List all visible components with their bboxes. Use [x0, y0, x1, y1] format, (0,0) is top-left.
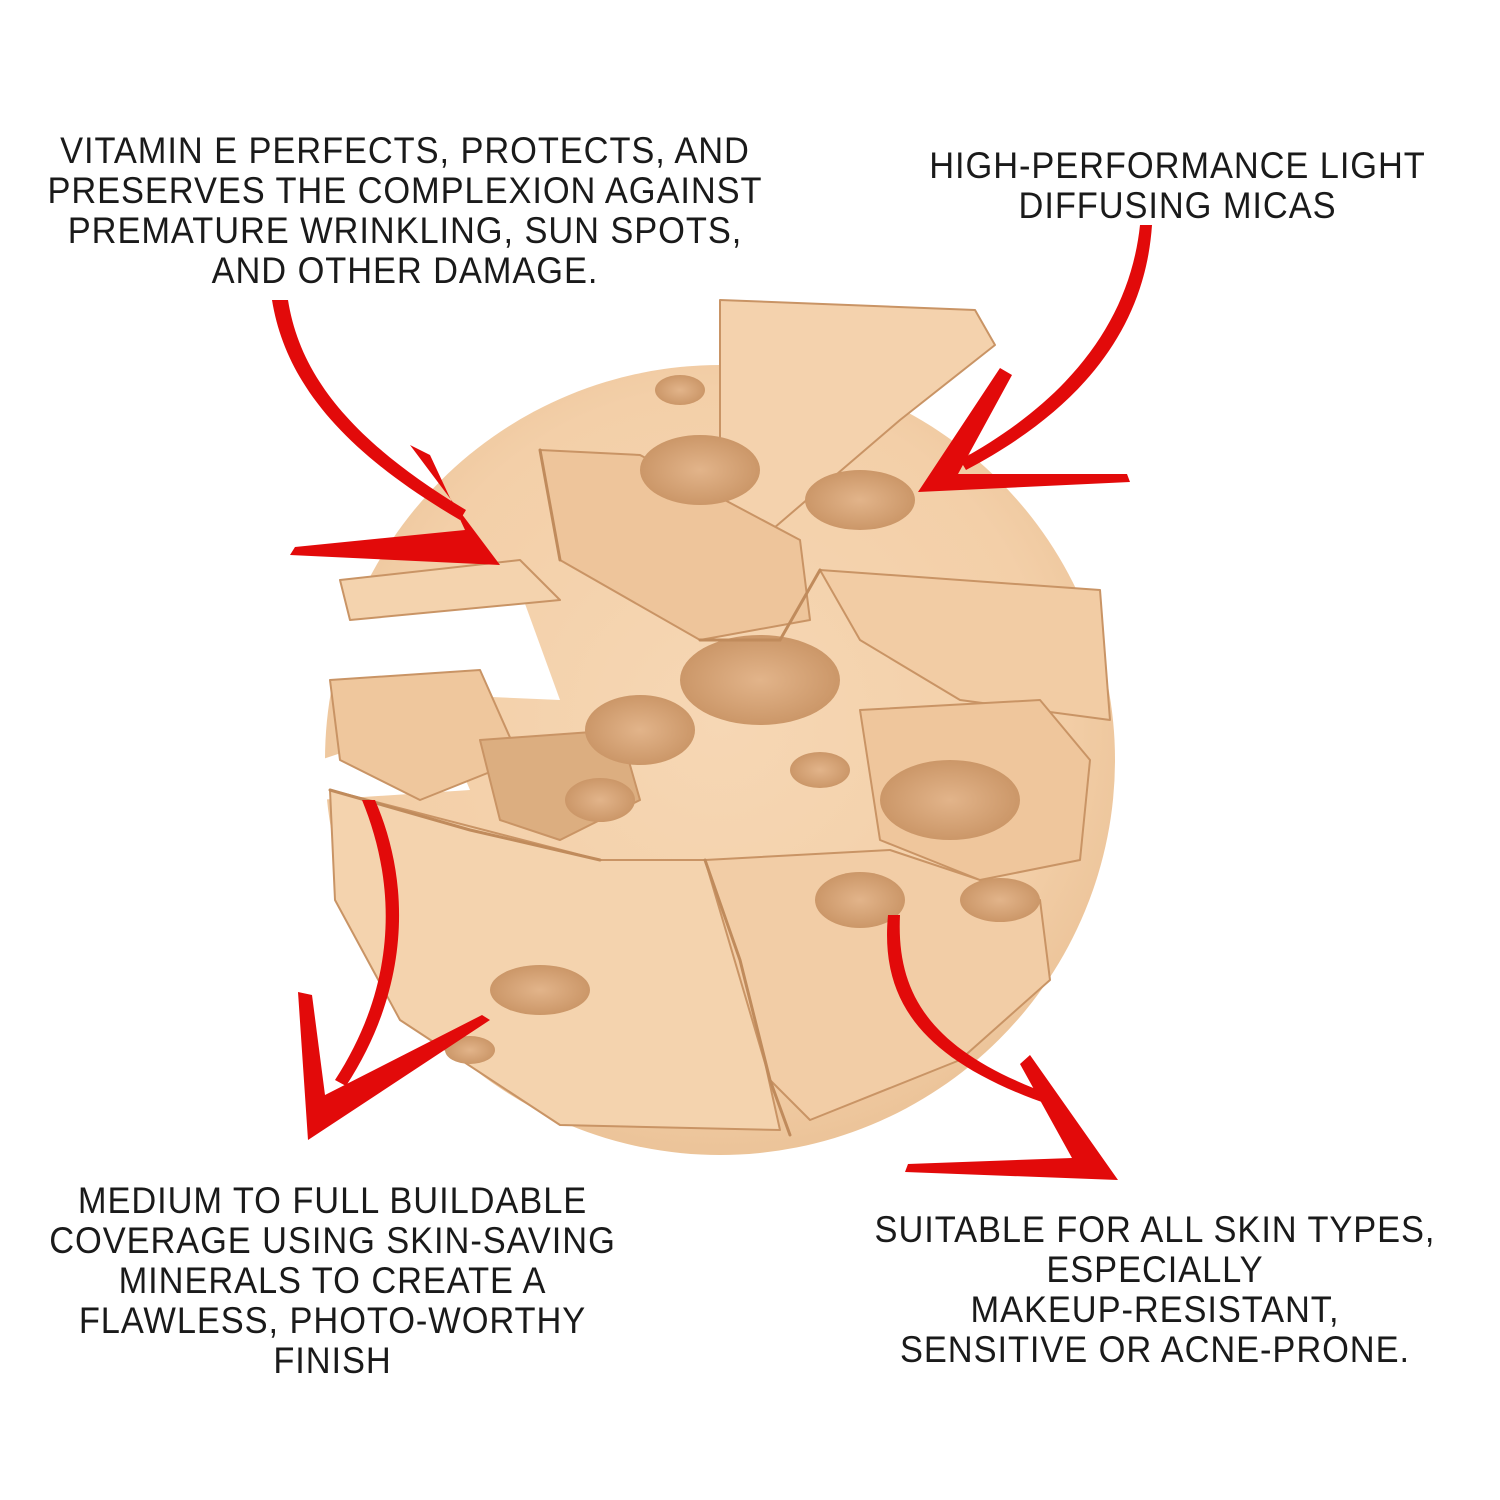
arrow-bottom-right — [887, 915, 1118, 1180]
powder-crumbs — [445, 375, 1040, 1064]
powder-cracks — [328, 448, 822, 1137]
arrow-top-left — [272, 300, 500, 565]
callout-buildable-coverage: MEDIUM TO FULL BUILDABLE COVERAGE USING … — [49, 1180, 616, 1381]
arrows — [272, 225, 1152, 1180]
callout-skin-types: SUITABLE FOR ALL SKIN TYPES, ESPECIALLY … — [874, 1209, 1436, 1370]
arrow-bottom-left — [298, 800, 490, 1140]
callout-light-diffusing-micas: HIGH-PERFORMANCE LIGHT DIFFUSING MICAS — [929, 145, 1426, 226]
arrow-top-right — [918, 225, 1152, 492]
callout-vitamin-e: VITAMIN E PERFECTS, PROTECTS, AND PRESER… — [47, 130, 763, 291]
